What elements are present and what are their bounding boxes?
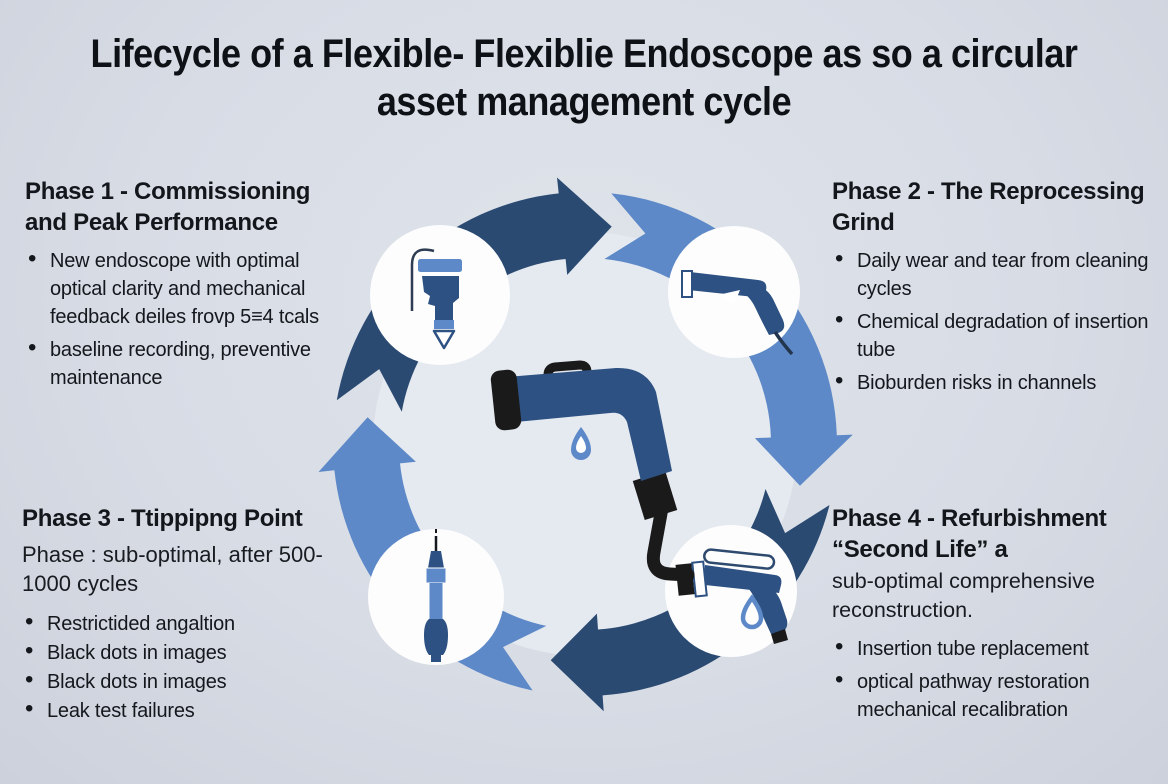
endoscope-distal-tip-icon [410,248,462,350]
page-title: Lifecycle of a Flexible- Flexiblie Endos… [0,30,1168,126]
scope-connector [632,471,678,520]
refurb-loop-handle [703,548,776,570]
bullet-item: Chemical degradation of insertion tube [832,306,1168,364]
phase-3-bullets: Restrictided angaltionBlack dots in imag… [22,608,337,725]
bullet-item: optical pathway restoration mechanical r… [832,666,1168,724]
scope-carry-handle [543,360,592,388]
bullet-item: Bioburden risks in channels [832,367,1168,397]
bullet-item: Restrictided angaltion [22,608,337,638]
tip-body [422,276,459,320]
tip-lower-band [434,320,454,329]
phase-3-intro: Phase : sub-optimal, after 500-1000 cycl… [22,542,323,596]
cycle-diagram [318,177,853,712]
phase-2-heading: Phase 2 - The Reprocessing Grind [832,178,1145,236]
phase-3-block: Phase 3 - Ttippipng Point Phase : sub-op… [22,503,337,726]
tip-band [418,259,462,272]
endoscope-with-cable-illustration [490,360,695,582]
phase-2-bullets: Daily wear and tear from cleaning cycles… [832,245,1168,397]
scope-umbilical-cable [646,501,695,582]
refurbished-handle-icon [675,548,788,644]
phase-4-intro: sub-optimal comprehensive reconstruction… [832,569,1095,622]
refurb-drop-icon [740,594,764,630]
phase-1-heading: Phase 1 - Commissioning and Peak Perform… [25,178,311,236]
probe-taper [428,551,444,568]
handle-grip [738,280,785,335]
scope-drop-ring [571,427,591,460]
phase-4-heading: Phase 4 - Refurbishment “Second Life” a [832,505,1107,563]
bullet-item: Black dots in images [22,666,337,696]
probe-band [425,567,447,584]
phase-4-bullets: Insertion tube replacementoptical pathwa… [832,633,1168,724]
probe-handle [424,619,448,655]
phase-1-bullets: New endoscope with optimal optical clari… [25,245,333,392]
page-title-line-2: asset management cycle [376,80,792,124]
bullet-item: Insertion tube replacement [832,633,1168,663]
bullet-item: Daily wear and tear from cleaning cycles [832,245,1168,303]
handle-notch [718,290,740,305]
handle-cord [773,331,794,356]
bullet-item: Leak test failures [22,695,337,725]
phase-3-heading: Phase 3 - Ttippipng Point [22,505,303,532]
tip-lens [432,329,456,350]
probe-shaft [429,583,443,619]
phase-2-block: Phase 2 - The Reprocessing Grind Daily w… [832,176,1168,402]
stage-circle-bottom-right [665,525,797,657]
phase-4-block: Phase 4 - Refurbishment “Second Life” a … [832,503,1168,729]
phase-1-block: Phase 1 - Commissioning and Peak Perform… [25,176,333,397]
refurb-grip [743,576,788,634]
insertion-probe-icon [424,529,448,662]
handle-cap [681,270,693,298]
endoscope-handle-icon [681,270,794,356]
bullet-item: New endoscope with optimal optical clari… [25,245,333,331]
refurb-cap [691,560,708,598]
refurb-tip [771,629,788,644]
hook-wire [410,248,435,311]
cycle-arrow-segment-2 [604,193,853,486]
scope-light-guide-cap [490,369,522,431]
bullet-item: Black dots in images [22,637,337,667]
page-title-line-1: Lifecycle of a Flexible- Flexiblie Endos… [90,32,1078,76]
probe-tail [431,655,441,662]
bullet-item: baseline recording, preventive maintenan… [25,334,333,392]
scope-body [506,367,672,481]
